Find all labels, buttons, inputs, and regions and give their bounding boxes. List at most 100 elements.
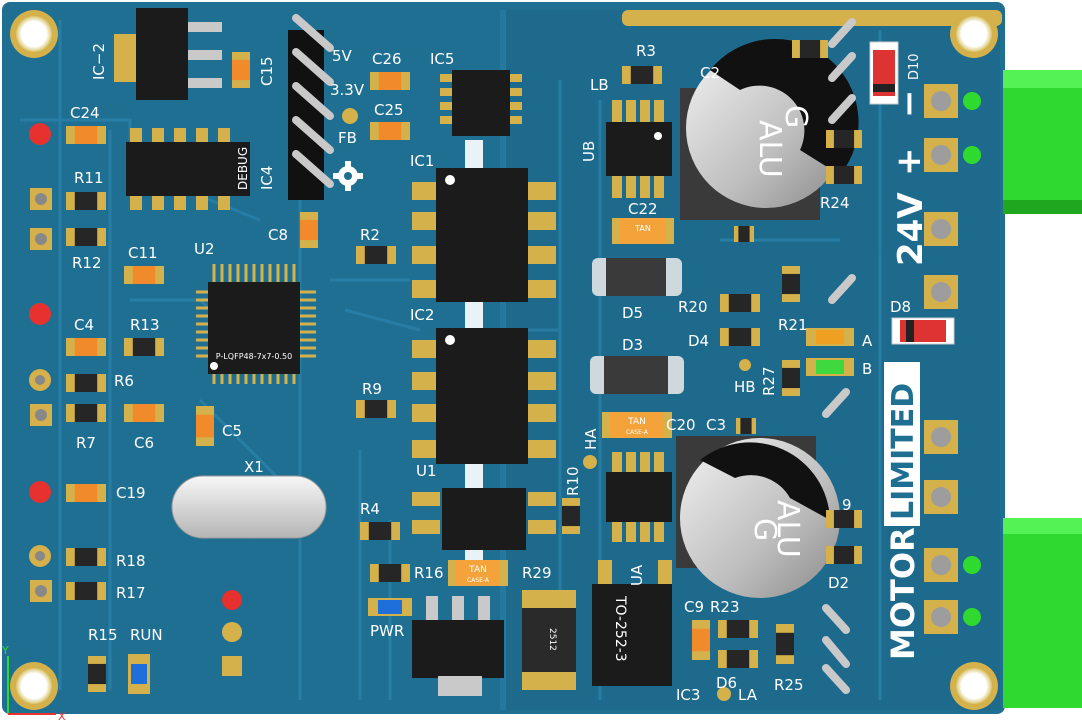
smd-resistor bbox=[826, 166, 862, 184]
label-r11: R11 bbox=[74, 169, 104, 187]
smd-resistor bbox=[66, 404, 106, 422]
terminal-pads bbox=[924, 84, 981, 634]
label-lb: LB bbox=[590, 76, 609, 94]
to252-marking: TO-252-3 bbox=[612, 595, 628, 662]
label-fb: FB bbox=[338, 129, 357, 147]
smd-capacitor bbox=[66, 338, 106, 356]
diode-d8 bbox=[891, 317, 955, 345]
label-r15: R15 bbox=[88, 626, 118, 644]
smd-capacitor bbox=[370, 122, 410, 140]
limited-box bbox=[884, 362, 920, 526]
label-r27: R27 bbox=[760, 366, 778, 396]
resistor-r29-2512: 2512 bbox=[522, 590, 576, 690]
smd-capacitor bbox=[232, 52, 250, 88]
label-la: LA bbox=[738, 686, 758, 704]
label-r17: R17 bbox=[116, 584, 146, 602]
smd-resistor bbox=[734, 226, 754, 242]
smd-capacitor bbox=[300, 212, 318, 248]
label-c4: C4 bbox=[74, 316, 94, 334]
led-a bbox=[806, 328, 854, 346]
mcu-marking: P-LQFP48-7x7-0.50 bbox=[216, 352, 292, 361]
tantalum-r16-side: TAN CASE-A bbox=[448, 560, 508, 586]
smd-capacitor bbox=[196, 406, 214, 446]
label-ub: UB bbox=[580, 141, 598, 162]
label-r6: R6 bbox=[114, 372, 134, 390]
terminal-block-power[interactable] bbox=[1003, 70, 1082, 214]
ic-ic5 bbox=[440, 70, 522, 136]
tht-pads-left bbox=[29, 123, 242, 676]
ic-u1 bbox=[412, 488, 556, 550]
label-r20: R20 bbox=[678, 298, 708, 316]
axis-gizmo: Y X bbox=[1, 644, 66, 723]
label-ha: HA bbox=[582, 428, 600, 450]
c22-tan: TAN bbox=[634, 224, 651, 233]
smd-resistor bbox=[718, 620, 758, 638]
smd-resistor bbox=[826, 510, 862, 528]
label-x1: X1 bbox=[244, 458, 264, 476]
smd-resistor bbox=[562, 498, 580, 534]
brand-motor: MOTOR bbox=[884, 527, 922, 660]
smd-resistor bbox=[66, 374, 106, 392]
ic-ic4 bbox=[126, 128, 250, 210]
crystal-x1 bbox=[171, 475, 327, 539]
smd-resistor bbox=[360, 522, 400, 540]
led-pwr bbox=[368, 598, 412, 616]
label-ic2-left: IC−2 bbox=[90, 43, 108, 80]
label-c5: C5 bbox=[222, 422, 242, 440]
label-c19: C19 bbox=[116, 484, 146, 502]
smd-resistor bbox=[622, 66, 662, 84]
label-ua: UA bbox=[628, 564, 646, 586]
smd-resistor bbox=[782, 266, 800, 302]
ic-u2-mcu: P-LQFP48-7x7-0.50 bbox=[196, 264, 316, 384]
label-ic5: IC5 bbox=[430, 50, 454, 68]
label-c3: C3 bbox=[706, 416, 726, 434]
label-d8: D8 bbox=[890, 298, 911, 316]
smd-resistor bbox=[66, 228, 106, 246]
diode-d5 bbox=[592, 258, 682, 296]
ic-ha bbox=[606, 452, 672, 542]
diode-d10 bbox=[869, 41, 899, 105]
minus-label: − bbox=[889, 90, 929, 119]
cap-c2-text1: ALU bbox=[752, 120, 787, 178]
debug-header[interactable] bbox=[288, 14, 334, 200]
label-r10: R10 bbox=[564, 466, 582, 496]
label-r9: R9 bbox=[362, 380, 382, 398]
voltage-label: 24V bbox=[891, 192, 931, 266]
gear-icon bbox=[333, 161, 363, 191]
regulator-left-bottom bbox=[412, 596, 504, 696]
label-c15: C15 bbox=[258, 56, 276, 86]
label-hb: HB bbox=[734, 378, 756, 396]
terminal-block-motor[interactable] bbox=[1003, 518, 1082, 708]
smd-capacitor bbox=[370, 72, 410, 90]
smd-resistor bbox=[720, 328, 760, 346]
ic-lb bbox=[606, 100, 672, 198]
mounting-holes bbox=[10, 10, 998, 710]
label-r3: R3 bbox=[636, 42, 656, 60]
smd-resistor bbox=[356, 246, 396, 264]
label-c20: C20 bbox=[666, 416, 696, 434]
diode-d3 bbox=[590, 356, 684, 394]
label-c22: C22 bbox=[628, 200, 658, 218]
c20-tan: TAN bbox=[627, 417, 646, 427]
label-d5: D5 bbox=[622, 304, 643, 322]
cap-c3-text2: G bbox=[747, 518, 782, 541]
smd-resistor bbox=[720, 294, 760, 312]
ic-ic3: TO-252-3 bbox=[592, 560, 672, 686]
label-r13: R13 bbox=[130, 316, 160, 334]
label-r4: R4 bbox=[360, 500, 380, 518]
silkscreen-labels: IC−2 C15 5V 3.3V C26 C25 IC5 FB R3 LB UB… bbox=[70, 42, 922, 704]
smd-resistor bbox=[826, 546, 862, 564]
case-near-r16: CASE-A bbox=[467, 577, 490, 584]
c20-case: CASE-A bbox=[626, 429, 649, 436]
label-u2: U2 bbox=[194, 240, 215, 258]
label-r12: R12 bbox=[72, 254, 102, 272]
label-pwr: PWR bbox=[370, 622, 404, 640]
label-c8: C8 bbox=[268, 226, 288, 244]
label-a: A bbox=[862, 332, 873, 350]
led-b bbox=[806, 358, 854, 376]
label-ic4: IC4 bbox=[258, 166, 276, 190]
cap-c3-text1: ALU bbox=[770, 500, 805, 558]
ic-ic2 bbox=[412, 328, 556, 464]
smd-resistor bbox=[370, 564, 410, 582]
plus-label: + bbox=[889, 148, 929, 177]
